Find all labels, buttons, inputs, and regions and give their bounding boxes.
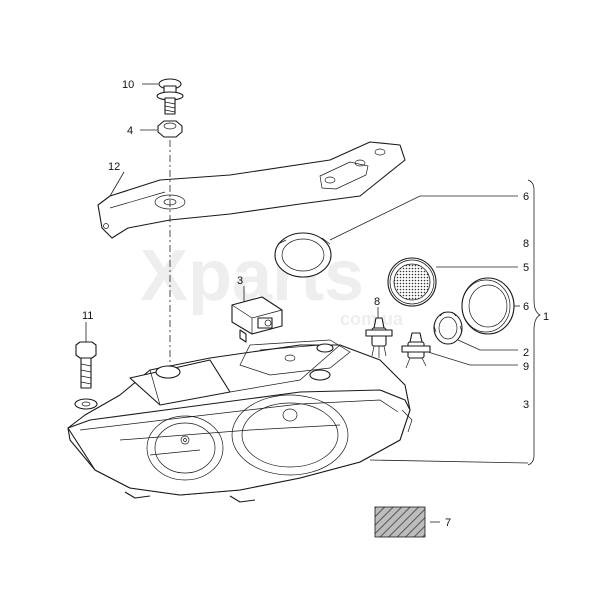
- headlight-housing: [67, 339, 413, 503]
- callout-3-housing: 3: [523, 399, 529, 411]
- watermark-domain: com.ua: [340, 309, 404, 329]
- callout-6-top: 6: [523, 191, 529, 203]
- callout-10: 10: [122, 79, 134, 91]
- callout-4: 4: [127, 125, 133, 137]
- leveling-motor: [231, 296, 283, 343]
- leader-lines: [85, 83, 529, 523]
- callout-6-right: 6: [523, 301, 529, 313]
- bulb-8-left: [365, 317, 393, 358]
- callout-12: 12: [108, 161, 120, 173]
- bulb-socket-2: [433, 311, 463, 345]
- callout-8-bulb: 8: [374, 296, 380, 308]
- cover-cap-6-right: [461, 277, 515, 335]
- hatched-symbol-7: [374, 506, 426, 538]
- callout-1: 1: [543, 311, 549, 323]
- callout-labels: 10 4 12 3 11 8 6 8 5 6 1 2 9 3 7: [82, 79, 549, 529]
- callout-11: 11: [82, 310, 93, 322]
- callout-7: 7: [445, 517, 451, 529]
- nut-4: [157, 120, 183, 138]
- group-bracket-1: [527, 179, 541, 466]
- bulb-9: [401, 332, 431, 369]
- callout-5: 5: [523, 262, 529, 274]
- cover-cap-6-left: [274, 232, 332, 278]
- callout-9: 9: [523, 361, 529, 373]
- cover-mesh-5: [387, 257, 437, 307]
- screw-11: [74, 341, 98, 410]
- callout-2: 2: [523, 347, 529, 359]
- screw-10: [156, 78, 184, 115]
- callout-8-right: 8: [523, 238, 529, 250]
- mounting-bracket: [97, 141, 406, 239]
- callout-3-motor: 3: [237, 275, 243, 287]
